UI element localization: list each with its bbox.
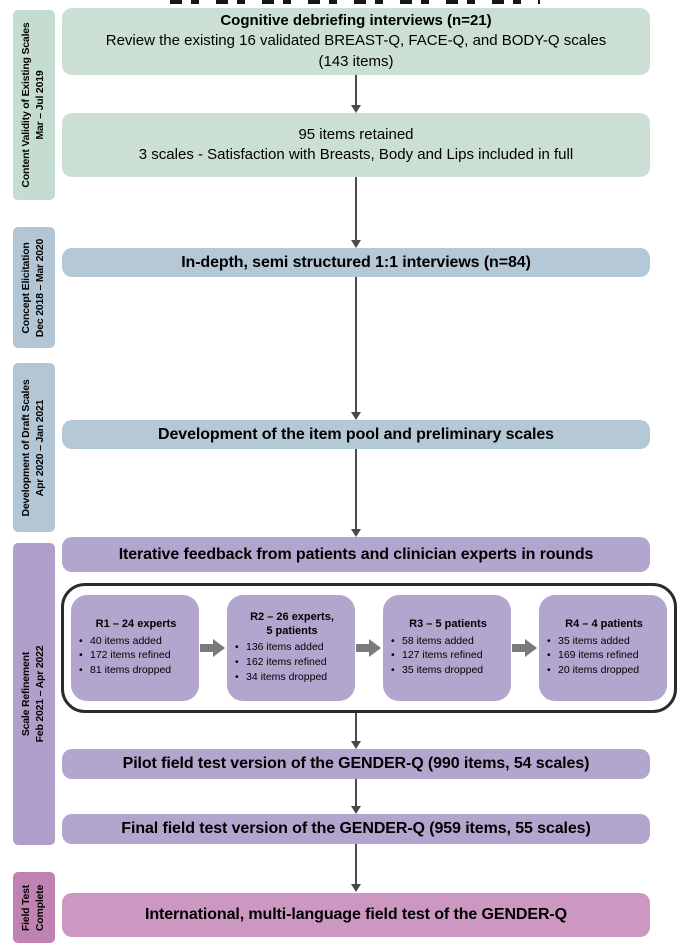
step-cognitive-debriefing: Cognitive debriefing interviews (n=21) R…: [62, 8, 650, 75]
step-heading: Cognitive debriefing interviews (n=21): [220, 12, 492, 30]
phase-title: Field Test: [20, 884, 33, 931]
down-arrow-icon: [350, 449, 362, 537]
down-arrow-icon: [350, 713, 362, 749]
phase-dates: Feb 2021 – Apr 2022: [34, 645, 46, 743]
step-line: Review the existing 16 validated BREAST-…: [105, 32, 607, 50]
down-arrow-icon: [350, 844, 362, 892]
down-arrow-icon: [350, 75, 362, 113]
step-line: 3 scales - Satisfaction with Breasts, Bo…: [138, 146, 574, 163]
round-title: R1 – 24 experts: [95, 617, 177, 630]
bullet-item: 162 items refined: [235, 655, 349, 670]
phase-dates: Dec 2018 – Mar 2020: [34, 238, 46, 337]
bullet-item: 40 items added: [79, 634, 193, 649]
phase-development-draft-scales: Development of Draft Scales Apr 2020 – J…: [13, 363, 55, 532]
feedback-rounds-container: R1 – 24 experts 40 items added 172 items…: [61, 583, 677, 713]
round-box-r3: R3 – 5 patients 58 items added 127 items…: [383, 595, 511, 701]
bullet-item: 20 items dropped: [547, 663, 661, 678]
right-arrow-icon: [356, 639, 382, 657]
step-international-field-test: International, multi-language field test…: [62, 893, 650, 937]
down-arrow-icon: [350, 277, 362, 420]
phase-content-validity: Content Validity of Existing Scales Mar …: [13, 10, 55, 200]
phase-dates: Mar – Jul 2019: [34, 70, 46, 140]
right-arrow-icon: [200, 639, 226, 657]
round-box-r1: R1 – 24 experts 40 items added 172 items…: [71, 595, 199, 701]
step-interviews: In-depth, semi structured 1:1 interviews…: [62, 248, 650, 277]
step-items-retained: 95 items retained 3 scales - Satisfactio…: [62, 113, 650, 177]
step-final-field-test: Final field test version of the GENDER-Q…: [62, 814, 650, 844]
round-title: R2 – 26 experts,: [250, 610, 334, 623]
bullet-item: 35 items dropped: [391, 663, 505, 678]
bullet-item: 172 items refined: [79, 648, 193, 663]
phase-title: Scale Refinement: [20, 651, 33, 737]
bullet-item: 169 items refined: [547, 648, 661, 663]
phase-title: Development of Draft Scales: [20, 379, 33, 516]
bullet-item: 136 items added: [235, 640, 349, 655]
bullet-item: 127 items refined: [391, 648, 505, 663]
right-arrow-icon: [512, 639, 538, 657]
step-line: (143 items): [318, 52, 394, 70]
round-box-r2: R2 – 26 experts, 5 patients 136 items ad…: [227, 595, 355, 701]
cropped-text-artifact: [170, 0, 540, 4]
round-title: R3 – 5 patients: [409, 617, 487, 630]
phase-scale-refinement: Scale Refinement Feb 2021 – Apr 2022: [13, 543, 55, 845]
round-title: R4 – 4 patients: [565, 617, 643, 630]
step-pilot-field-test: Pilot field test version of the GENDER-Q…: [62, 749, 650, 779]
bullet-item: 35 items added: [547, 634, 661, 649]
phase-title: Content Validity of Existing Scales: [20, 22, 33, 188]
down-arrow-icon: [350, 779, 362, 814]
phase-dates: Apr 2020 – Jan 2021: [34, 399, 46, 496]
phase-dates: Complete: [34, 884, 46, 931]
phase-field-test-complete: Field Test Complete: [13, 872, 55, 943]
round-title-line2: 5 patients: [266, 624, 318, 637]
step-item-pool: Development of the item pool and prelimi…: [62, 420, 650, 449]
bullet-item: 81 items dropped: [79, 663, 193, 678]
bullet-item: 58 items added: [391, 634, 505, 649]
round-box-r4: R4 – 4 patients 35 items added 169 items…: [539, 595, 667, 701]
step-iterative-feedback: Iterative feedback from patients and cli…: [62, 537, 650, 572]
phase-concept-elicitation: Concept Elicitation Dec 2018 – Mar 2020: [13, 227, 55, 348]
bullet-item: 34 items dropped: [235, 670, 349, 685]
phase-title: Concept Elicitation: [20, 241, 33, 334]
step-line: 95 items retained: [298, 125, 414, 143]
down-arrow-icon: [350, 177, 362, 248]
